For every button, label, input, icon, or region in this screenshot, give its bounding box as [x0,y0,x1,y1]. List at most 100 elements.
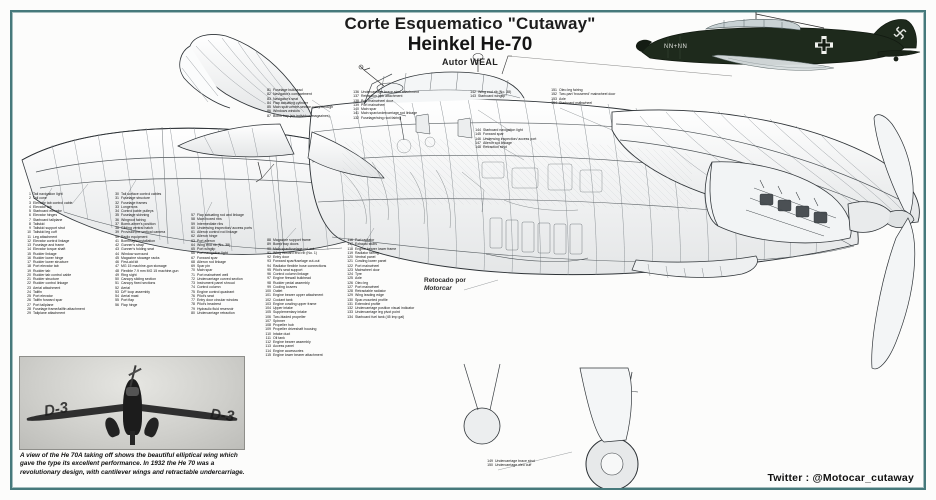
legend-item-number: 53 [115,289,119,294]
legend-item-number: 132 [353,115,359,120]
legend-item-number: 54 [115,294,119,298]
legend-item-label: Coolant tank [273,297,293,302]
legend-item-label: Canopy fixed sections [121,281,156,286]
legend-item-label: Rudder tab control cable [33,272,72,277]
legend-item-label: Starboard mainwheel [559,100,593,105]
legend-item-number: 16 [27,255,31,260]
legend-item-label: Forward spar [197,255,218,260]
legend-item-label: Aileron rod linkage [197,259,226,264]
legend-item-number: 56 [115,302,119,307]
legend-item-number: 107 [265,318,271,323]
legend-item-number: 103 [265,301,271,306]
legend-item-label: Retractable radiator [355,289,386,293]
twitter-credit: Twitter : @Motocar_cutaway [767,472,914,484]
legend-item-number: 132 [347,306,353,310]
legend-item-label: Spinner [273,318,286,323]
legend-item-label: Forward spar/fuselage cut-out [273,259,320,264]
legend-item-number: 113 [265,344,271,349]
photo-canopy [126,387,139,396]
legend-item-number: 24 [27,289,31,294]
legend-item-number: 68 [191,259,195,264]
legend-item-label: Port tailplane [33,302,54,307]
legend-item-number: 111 [265,335,271,340]
legend-item-number: 26 [27,298,31,303]
legend-item-label: Flap hinge [121,302,138,307]
legend-item-label: Port elevator tab [33,264,59,269]
legend-item-label: Undercarriage position visual indicator [355,306,415,310]
legend-item-number: 75 [191,289,195,294]
legend-item-label: Pilot's headrest [197,302,221,307]
legend-item-label: Wing leading edge [355,293,384,298]
legend-item-number: 74 [191,285,195,290]
legend-item-label: Rudder tab [33,268,51,273]
legend-item-number: 128 [347,289,353,293]
legend-item-number: 18 [27,264,31,269]
legend-item-label: Supplementary intake [273,310,307,315]
legend-item-number: 78 [191,302,195,307]
legend-item-label: Engine bearer assembly [273,340,311,344]
legend-item-label: Bomb bay (six individual magazines) [273,113,330,118]
legend-item-number: 150 [487,463,493,468]
legend-item-label: Cooling louvres [273,284,298,289]
retouch-line-2: Motorcar [424,285,452,292]
legend-item-number: 126 [347,280,353,285]
legend-item-number: 92 [267,255,271,259]
legend-item-number: 136 [353,90,359,94]
legend-item-number: 95 [267,267,271,272]
legend-item-label: Aerial mast [121,294,139,298]
legend-item-number: 48 [115,268,119,273]
legend-item-label: Flexible 7.9 mm MG 15 machine-gun [121,268,179,273]
legend-item-label: Control column [197,285,221,290]
legend-item-number: 99 [267,284,271,289]
legend-item-label: Aerial attachment [33,285,61,290]
legend-item-number: 29 [27,311,31,315]
legend-item-number: 104 [265,306,271,310]
legend-item-number: 131 [347,301,353,306]
legend-item-label: Tailplane attachment [33,311,66,315]
legend-item-number: 87 [267,113,271,118]
legend-item-number: 115 [265,352,271,357]
legend-item-number: 137 [353,94,359,99]
legend-item-number: 49 [115,272,119,277]
legend-item-number: 151 [551,88,557,92]
legend-item-number: 114 [265,348,271,353]
legend-item-number: 69 [191,264,195,268]
legend-item-label: Engine lower bearer attachment [273,352,323,357]
legend-item-label: Starboard wingtip [478,94,506,99]
legend-item-number: 76 [191,293,195,298]
legend-item-number: 45 [115,255,119,260]
legend-item-label: Engine firewall bulkhead [273,276,311,281]
legend-item-number: 108 [265,323,271,327]
legend-item-number: 70 [191,268,195,273]
